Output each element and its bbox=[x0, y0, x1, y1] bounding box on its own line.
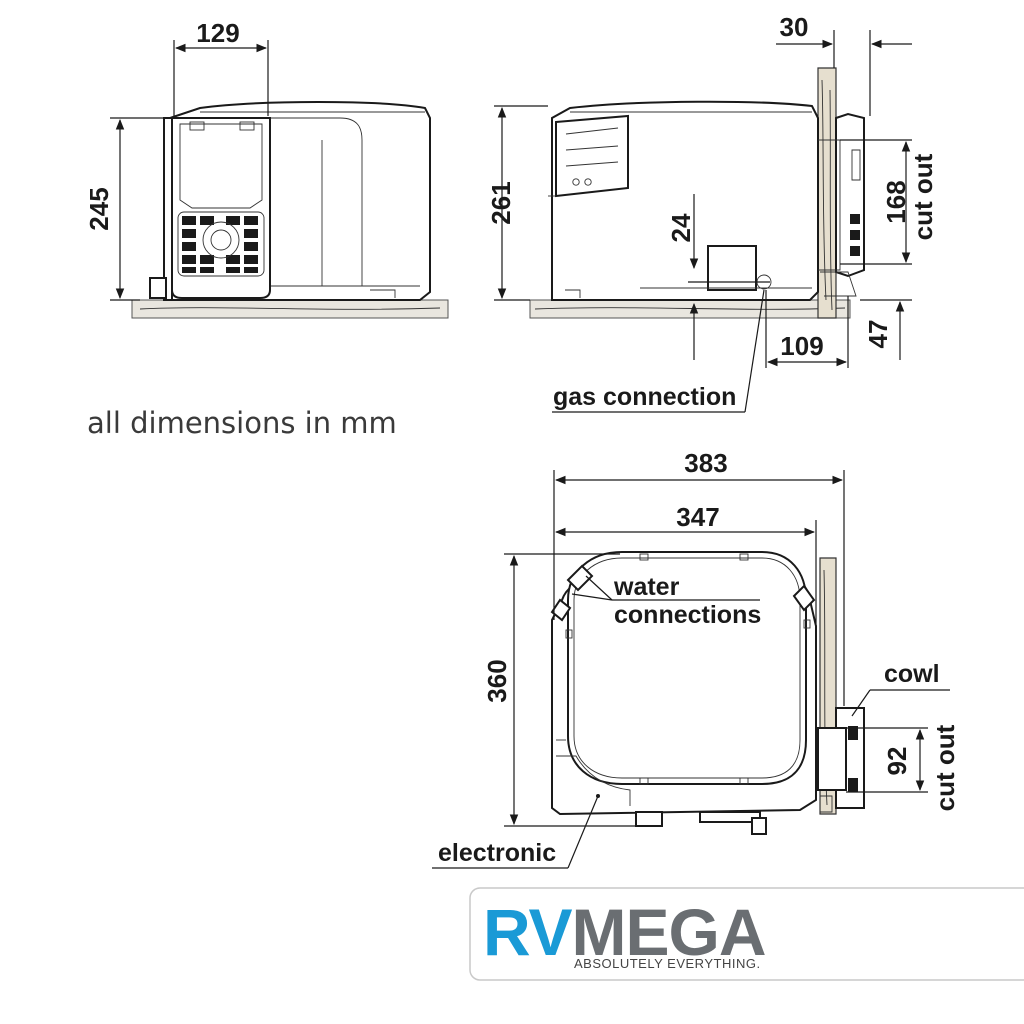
top-cutout-label: cut out bbox=[930, 724, 960, 811]
water-connection-right bbox=[792, 584, 816, 612]
gas-connection-label: gas connection bbox=[553, 383, 736, 411]
logo-tagline: ABSOLUTELY EVERYTHING. bbox=[574, 956, 761, 971]
electronic-label: electronic bbox=[438, 839, 556, 867]
side-wall-dimension: 30 bbox=[780, 12, 809, 42]
units-note: all dimensions in mm bbox=[87, 406, 397, 440]
front-view: 129 245 bbox=[84, 18, 449, 319]
front-cowl bbox=[163, 117, 173, 301]
side-gas-offset-dimension: 24 bbox=[666, 213, 696, 242]
side-view: 261 24 30 168 cut out 47 109 gas connect… bbox=[486, 12, 938, 413]
logo-mega: MEGA bbox=[572, 895, 766, 969]
water-connections-label-line1: water bbox=[613, 573, 680, 601]
cowl-label: cowl bbox=[884, 660, 940, 688]
side-wall bbox=[817, 67, 837, 319]
side-gas-unit bbox=[707, 245, 757, 291]
top-overall-width-dimension: 383 bbox=[684, 448, 727, 478]
side-cutout-label: cut out bbox=[908, 153, 938, 240]
top-view: 383 347 360 water connections cowl 92 cu… bbox=[432, 448, 960, 869]
top-depth-dimension: 360 bbox=[482, 659, 512, 702]
front-height-dimension: 245 bbox=[84, 187, 114, 230]
side-height-dimension: 261 bbox=[486, 181, 516, 224]
top-cutout-dimension: 92 bbox=[882, 747, 912, 776]
side-floor-offset-dimension: 47 bbox=[863, 320, 893, 349]
side-control-panel bbox=[555, 114, 629, 198]
side-cutout-dimension: 168 bbox=[881, 180, 911, 223]
rvmega-logo: RVMEGA ABSOLUTELY EVERYTHING. bbox=[469, 887, 1024, 981]
top-body-width-dimension: 347 bbox=[676, 502, 719, 532]
water-connection-left bbox=[566, 564, 594, 592]
svg-text:RVMEGA: RVMEGA bbox=[483, 895, 766, 969]
front-vent-grille bbox=[177, 211, 265, 277]
top-body bbox=[567, 551, 807, 785]
side-gas-distance-dimension: 109 bbox=[780, 331, 823, 361]
logo-rv: RV bbox=[483, 895, 572, 969]
water-connections-label-line2: connections bbox=[614, 601, 761, 629]
front-width-dimension: 129 bbox=[196, 18, 239, 48]
